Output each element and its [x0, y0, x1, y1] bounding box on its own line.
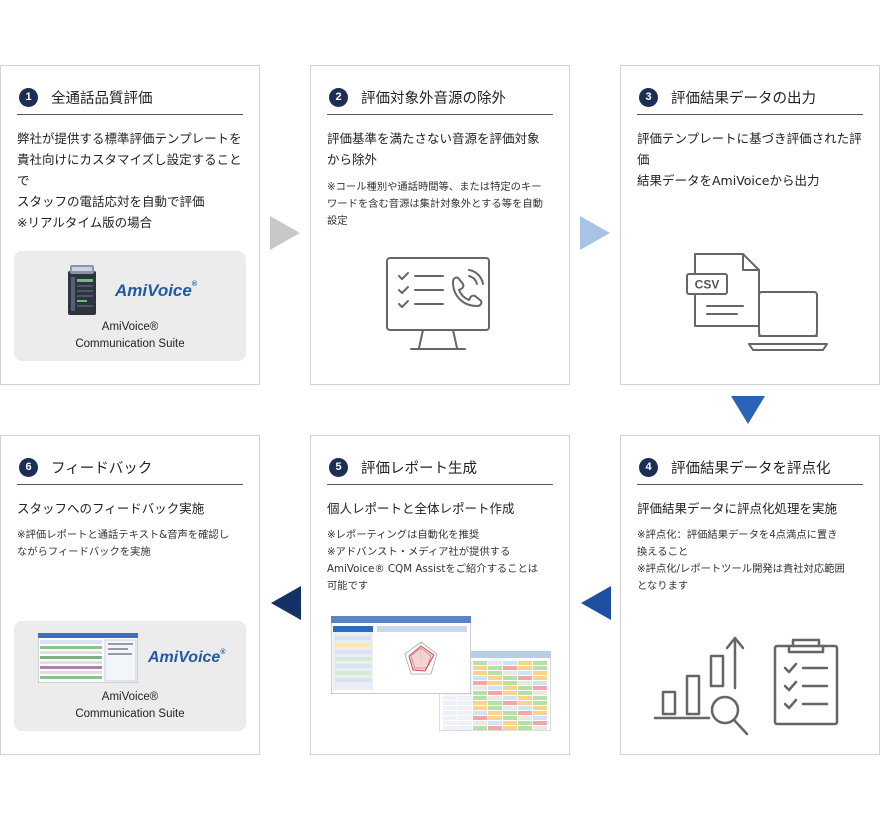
server-device-icon: [68, 265, 96, 315]
step-title-text: 評価結果データを評点化: [671, 460, 831, 477]
step-description: スタッフへのフィードバック実施: [17, 501, 205, 516]
amivoice-logo: AmiVoice®: [148, 649, 226, 666]
arrow-left-step5-to-6: [271, 586, 301, 620]
product-name: AmiVoice® Communication Suite: [75, 691, 185, 720]
step-note: ※評価レポートと通話テキスト&音声を確認し ながらフィードバックを実施: [17, 529, 229, 558]
monitor-checklist-phone-icon: [386, 257, 490, 350]
step-note: ※レポーティングは自動化を推奨 ※アドバンスト・メディア社が提供する AmiVo…: [327, 529, 539, 592]
product-name: AmiVoice® Communication Suite: [75, 321, 185, 350]
amivoice-product-box: AmiVoice® AmiVoice® Communication Suite: [14, 621, 246, 731]
step-note: ※コール種別や通話時間等、または特定のキー ワードを含む音源は集計対象外とする等…: [327, 181, 543, 227]
csv-file-laptop-icon: CSV: [686, 253, 828, 351]
step-description: 個人レポートと全体レポート作成: [327, 501, 515, 516]
arrow-right-step2-to-3: [580, 216, 610, 250]
step-number-badge: 6: [19, 457, 38, 477]
clipboard-checklist-icon: [773, 638, 839, 726]
personal-report-screenshot: [331, 616, 471, 694]
arrow-down-step3-to-4: [731, 396, 765, 424]
step-number-badge: 4: [639, 457, 658, 477]
step-title: 3 評価結果データの出力: [637, 80, 863, 115]
step-card-2: 2 評価対象外音源の除外 評価基準を満たさない音源を評価対象 から除外 ※コール…: [310, 65, 570, 385]
bar-chart-magnifier-icon: [653, 636, 749, 736]
step-title-text: 評価対象外音源の除外: [361, 90, 506, 107]
step-description: 評価基準を満たさない音源を評価対象 から除外: [327, 131, 540, 167]
svg-text:CSV: CSV: [695, 278, 720, 292]
step-description: 弊社が提供する標準評価テンプレートを 貴社向けにカスタマイズし設定することで ス…: [17, 131, 242, 230]
step-title-text: 評価レポート生成: [361, 460, 477, 477]
step-note: ※評点化：評価結果データを4点満点に置き 換えること ※評点化/レポートツール開…: [637, 529, 845, 592]
step-card-3: 3 評価結果データの出力 評価テンプレートに基づき評価された評価 結果データをA…: [620, 65, 880, 385]
step-title-text: 全通話品質評価: [51, 90, 153, 107]
step-title: 4 評価結果データを評点化: [637, 450, 863, 485]
step-number-badge: 5: [329, 457, 348, 477]
step-number-badge: 2: [329, 87, 348, 107]
step-title: 5 評価レポート生成: [327, 450, 553, 485]
step-title-text: 評価結果データの出力: [671, 90, 816, 107]
step-description: 評価結果データに評点化処理を実施: [637, 501, 838, 516]
step-title: 1 全通話品質評価: [17, 80, 243, 115]
step-card-4: 4 評価結果データを評点化 評価結果データに評点化処理を実施 ※評点化：評価結果…: [620, 435, 880, 755]
step-card-1: 1 全通話品質評価 弊社が提供する標準評価テンプレートを 貴社向けにカスタマイズ…: [0, 65, 260, 385]
app-screenshot-thumbnail: [38, 633, 138, 683]
amivoice-logo: AmiVoice®: [115, 281, 198, 300]
step-description: 評価テンプレートに基づき評価された評価 結果データをAmiVoiceから出力: [637, 131, 862, 188]
step-number-badge: 1: [19, 87, 38, 107]
step-title-text: フィードバック: [51, 460, 153, 477]
step-card-5: 5 評価レポート生成 個人レポートと全体レポート作成 ※レポーティングは自動化を…: [310, 435, 570, 755]
arrow-left-step4-to-5: [581, 586, 611, 620]
arrow-right-step1-to-2: [270, 216, 300, 250]
step-title: 6 フィードバック: [17, 450, 243, 485]
step-card-6: 6 フィードバック スタッフへのフィードバック実施 ※評価レポートと通話テキスト…: [0, 435, 260, 755]
step-title: 2 評価対象外音源の除外: [327, 80, 553, 115]
step-number-badge: 3: [639, 87, 658, 107]
amivoice-product-box: AmiVoice® AmiVoice® Communication Suite: [14, 251, 246, 361]
